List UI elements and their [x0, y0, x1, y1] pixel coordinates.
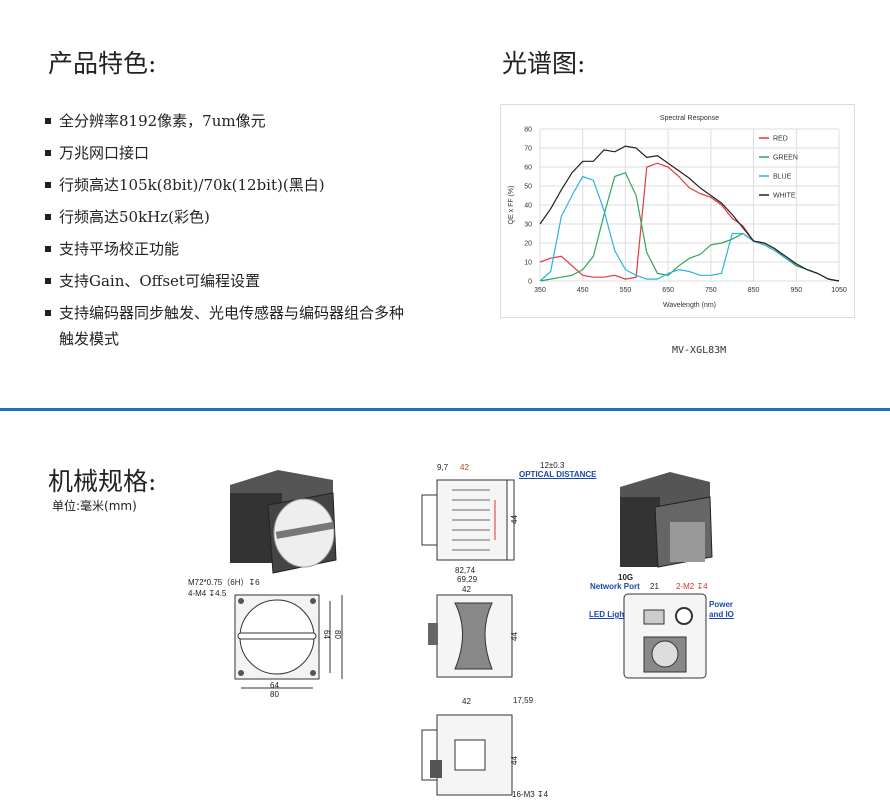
x-tick-label: 850 — [748, 287, 760, 294]
legend-label: BLUE — [773, 174, 792, 181]
y-tick-label: 50 — [524, 184, 532, 191]
rear-w: 21 — [650, 582, 659, 591]
legend-label: WHITE — [773, 193, 796, 200]
w-outer: 80 — [270, 690, 279, 699]
y-axis-label: QE x FF (%) — [508, 186, 515, 225]
feature-item: 全分辨率8192像素，7um像元 — [45, 108, 445, 134]
led-label: LED Light — [589, 610, 627, 619]
features-title: 产品特色: — [48, 49, 157, 78]
bottom-drawing — [421, 714, 513, 796]
x-tick-label: 550 — [620, 287, 632, 294]
specs-title: 机械规格: — [48, 467, 157, 496]
thread-label: M72*0.75（6H）↧6 — [188, 578, 260, 587]
spectral-chart: Spectral Response 350 450 550 650 750 850 950 10… — [500, 104, 855, 318]
rear-drawing — [623, 593, 707, 679]
top-drawing — [428, 594, 513, 678]
unit-label: 单位:毫米(mm) — [52, 499, 137, 513]
side-h: 44 — [509, 515, 519, 524]
bottom-h: 44 — [509, 756, 519, 765]
h-outer: 80 — [332, 630, 342, 639]
feature-item: 支持平场校正功能 — [45, 236, 445, 262]
spectrum-title: 光谱图: — [502, 49, 586, 78]
m2-label: 2-M2 ↧4 — [676, 582, 708, 591]
camera-rear-3d-image — [620, 472, 713, 568]
y-tick-label: 10 — [524, 260, 532, 267]
x-tick-label: 1050 — [831, 287, 847, 294]
y-tick-label: 20 — [524, 241, 532, 248]
model-name: MV-XGL83M — [672, 345, 727, 356]
y-tick-label: 60 — [524, 165, 532, 172]
legend-label: GREEN — [773, 155, 798, 162]
holes-label: 4-M4 ↧4.5 — [188, 589, 227, 598]
bottom-d1: 42 — [462, 697, 471, 706]
top-d3: 42 — [462, 585, 471, 594]
y-tick-label: 40 — [524, 203, 532, 210]
top-h: 44 — [509, 632, 519, 641]
bottom-holes: 16-M3 ↧4 — [512, 790, 549, 799]
optical-value: 12±0.3 — [540, 461, 565, 470]
feature-item: 支持编码器同步触发、光电传感器与编码器组合多种触发模式 — [45, 300, 415, 352]
feature-list: 全分辨率8192像素，7um像元 万兆网口接口 行频高达105k(8bit)/7… — [45, 108, 445, 358]
y-tick-label: 0 — [528, 279, 532, 286]
section-divider — [0, 408, 890, 411]
top-d2: 69,29 — [457, 575, 478, 584]
top-d1: 82,74 — [455, 566, 476, 575]
x-tick-label: 650 — [662, 287, 674, 294]
feature-item: 万兆网口接口 — [45, 140, 445, 166]
x-tick-label: 450 — [577, 287, 589, 294]
chart-title: Spectral Response — [660, 115, 719, 122]
y-tick-label: 80 — [524, 127, 532, 134]
legend-label: RED — [773, 136, 788, 143]
feature-item: 行频高达105k(8bit)/70k(12bit)(黑白) — [45, 172, 445, 198]
series-line-white — [539, 145, 840, 282]
w-inner: 64 — [270, 681, 279, 690]
camera-front-3d-image — [230, 470, 337, 574]
side-d1: 9,7 — [437, 463, 449, 472]
series-line-blue — [539, 175, 840, 282]
y-tick-label: 30 — [524, 222, 532, 229]
y-tick-label: 70 — [524, 146, 532, 153]
x-tick-label: 750 — [705, 287, 717, 294]
front-drawing — [234, 594, 343, 689]
series-line-green — [539, 171, 840, 282]
net-label-1: 10G — [618, 573, 634, 582]
h-inner: 64 — [321, 630, 331, 639]
power-label-1: Power — [709, 600, 734, 609]
optical-label: OPTICAL DISTANCE — [519, 470, 597, 479]
bottom-d2: 17,59 — [513, 696, 534, 705]
side-d2: 42 — [460, 463, 469, 472]
chart-svg: Spectral Response 350 450 550 650 750 850 950 10… — [508, 115, 847, 309]
feature-item: 支持Gain、Offset可编程设置 — [45, 268, 445, 294]
x-axis-label: Wavelength (nm) — [663, 302, 716, 309]
side-drawing — [421, 479, 515, 561]
net-label-2: Network Port — [590, 582, 640, 591]
x-tick-label: 350 — [534, 287, 546, 294]
x-tick-label: 950 — [790, 287, 802, 294]
power-label-2: and IO — [709, 610, 734, 619]
feature-item: 行频高达50kHz(彩色) — [45, 204, 445, 230]
